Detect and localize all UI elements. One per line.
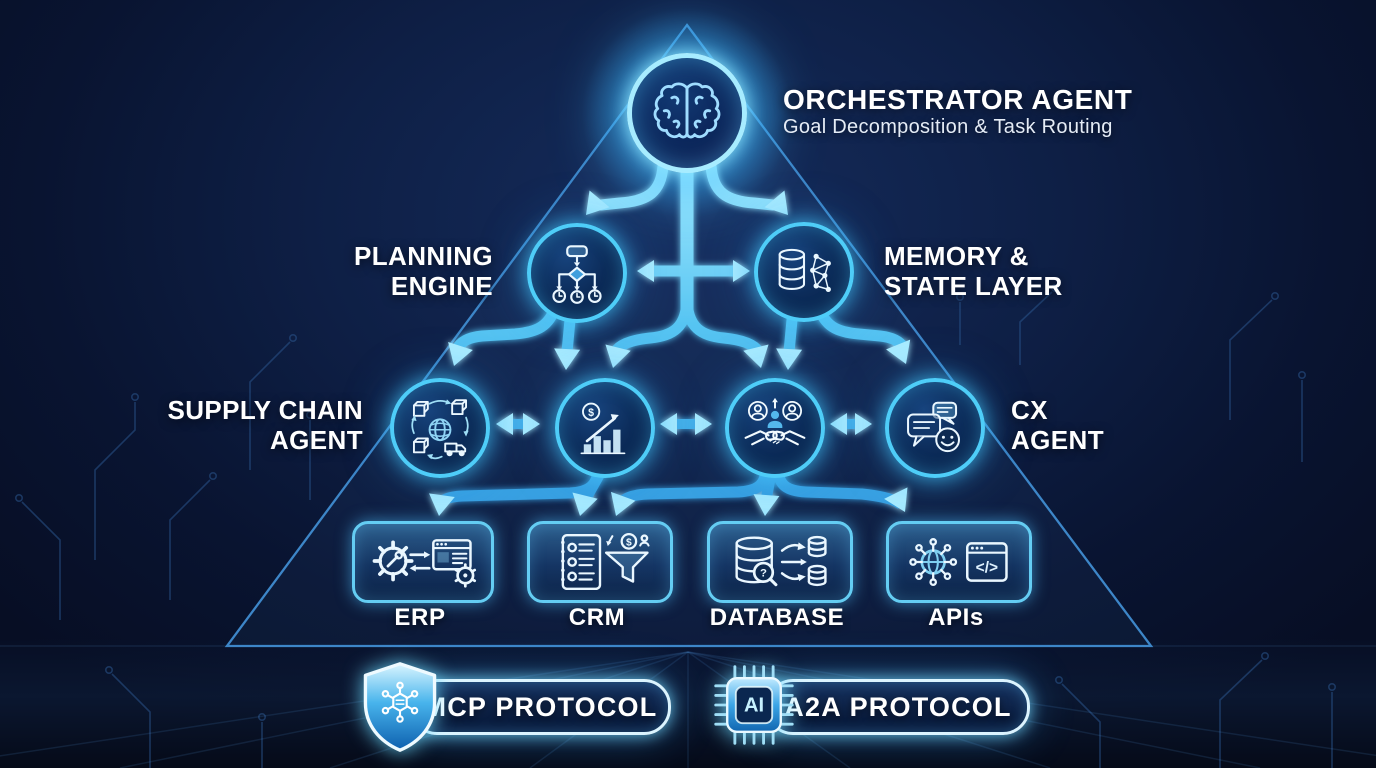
flow-arrows [426, 153, 919, 521]
db-query-glyph: ? [760, 567, 767, 579]
a2a-protocol-pill: A2A PROTOCOL [766, 679, 1030, 735]
orchestrator-node [627, 53, 747, 173]
crm-box: $ [527, 521, 673, 603]
brain-icon [653, 82, 721, 139]
database-label: DATABASE [709, 604, 845, 631]
a2a-protocol-label: A2A PROTOCOL [784, 691, 1012, 722]
orchestrator-subtitle: Goal Decomposition & Task Routing [783, 116, 1113, 138]
logistics-globe-icon [411, 399, 469, 460]
supply-chain-line2: AGENT [270, 424, 363, 455]
chat-smiley-icon [907, 401, 961, 453]
pyramid-outline [224, 23, 1154, 648]
planning-engine-node [527, 223, 627, 323]
apis-label: APIs [928, 604, 984, 631]
a2a-chip-text: AI [744, 695, 764, 717]
crm-coin-glyph: $ [626, 537, 632, 548]
memory-state-line2: STATE LAYER [884, 270, 1063, 301]
orchestrator-title: ORCHESTRATOR AGENT [783, 84, 1133, 115]
memory-state-line1: MEMORY & [884, 241, 1029, 271]
api-icon: </> [909, 538, 1008, 586]
cx-agent-line1: CX [1011, 395, 1048, 425]
crm-icon: $ [561, 532, 650, 591]
cx-agent-line2: AGENT [1011, 424, 1104, 455]
sales-chart-icon: $ [580, 402, 626, 455]
database-box: ? [707, 521, 853, 603]
handshake-people-icon [744, 397, 806, 446]
code-glyph: </> [976, 559, 998, 576]
supply-chain-label: SUPPLY CHAIN AGENT [167, 395, 363, 455]
circuit-traces [15, 283, 1337, 768]
database-network-icon [778, 248, 831, 292]
supply-chain-line1: SUPPLY CHAIN [167, 395, 363, 425]
crm-label: CRM [568, 604, 626, 631]
planning-engine-line2: ENGINE [390, 270, 493, 301]
finance-analytics-node: $ [555, 378, 655, 478]
erp-box [352, 521, 494, 603]
a2a-chip-icon: AI [710, 661, 798, 754]
flowchart-icon [552, 245, 602, 304]
coin-glyph: $ [588, 407, 594, 419]
apis-box: </> [886, 521, 1032, 603]
cx-agent-label: CX AGENT [1011, 395, 1104, 455]
collaboration-node [725, 378, 825, 478]
erp-label: ERP [394, 604, 446, 631]
memory-state-node [754, 222, 854, 322]
mcp-shield-icon [356, 659, 444, 760]
database-icon: ? [735, 535, 827, 587]
cx-agent-node [885, 378, 985, 478]
planning-engine-line1: PLANNING [354, 241, 493, 271]
planning-engine-label: PLANNING ENGINE [354, 241, 493, 301]
floor-lines [0, 645, 1376, 768]
mcp-protocol-pill: MCP PROTOCOL [410, 679, 671, 735]
erp-icon [372, 539, 477, 588]
memory-state-label: MEMORY & STATE LAYER [884, 241, 1063, 301]
supply-chain-node [390, 378, 490, 478]
mcp-protocol-label: MCP PROTOCOL [423, 691, 658, 722]
